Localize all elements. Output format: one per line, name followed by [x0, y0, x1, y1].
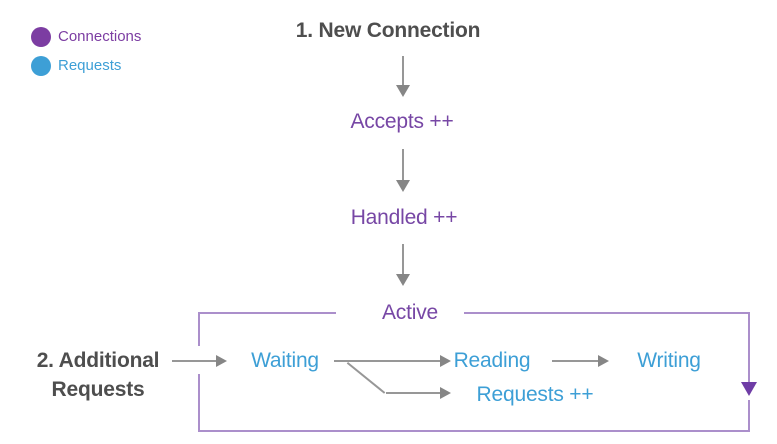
requests-counter-label: Requests ++: [476, 383, 594, 406]
legend-connections-label: Connections: [58, 28, 142, 45]
active-state-label: Active: [382, 301, 438, 324]
arrow-handled-active-line: [402, 244, 404, 274]
active-box-right-edge-lower: [748, 400, 750, 430]
step2-heading-line2: Requests: [51, 378, 145, 401]
arrow-accepts-handled-head-icon: [396, 180, 410, 192]
arrow-handled-active-head-icon: [396, 274, 410, 286]
arrow-waiting-requests-head-icon: [440, 387, 451, 399]
requests-color-dot-icon: [31, 56, 51, 76]
arrow-waiting-reading-line: [334, 360, 440, 362]
active-box-bottom-edge: [198, 430, 750, 432]
active-box-top-right-edge: [464, 312, 750, 314]
writing-state-label: Writing: [637, 349, 701, 372]
active-box-right-edge-upper: [748, 314, 750, 382]
arrow-waiting-requests-diagonal-line: [346, 362, 386, 394]
arrow-newconnection-accepts-head-icon: [396, 85, 410, 97]
legend-requests-label: Requests: [58, 57, 122, 74]
arrow-accepts-handled-line: [402, 149, 404, 180]
active-loop-arrowhead-icon: [741, 382, 757, 396]
connections-color-dot-icon: [31, 27, 51, 47]
step2-heading-line1: 2. Additional: [36, 349, 160, 372]
arrow-additionalrequests-waiting-line: [172, 360, 218, 362]
step1-heading: 1. New Connection: [295, 19, 481, 42]
active-box-left-edge-lower: [198, 374, 200, 430]
arrow-reading-writing-head-icon: [598, 355, 609, 367]
waiting-state-label: Waiting: [251, 349, 319, 372]
active-box-left-edge-upper: [198, 314, 200, 346]
arrow-newconnection-accepts-line: [402, 56, 404, 86]
accepts-counter-label: Accepts ++: [350, 110, 454, 133]
reading-state-label: Reading: [453, 349, 531, 372]
arrow-reading-writing-line: [552, 360, 598, 362]
arrow-waiting-requests-line: [386, 392, 440, 394]
step2-heading: 2. Additional Requests: [18, 346, 178, 404]
arrow-waiting-reading-head-icon: [440, 355, 451, 367]
handled-counter-label: Handled ++: [350, 206, 458, 229]
arrow-additionalrequests-waiting-head-icon: [216, 355, 227, 367]
active-box-top-left-edge: [198, 312, 336, 314]
